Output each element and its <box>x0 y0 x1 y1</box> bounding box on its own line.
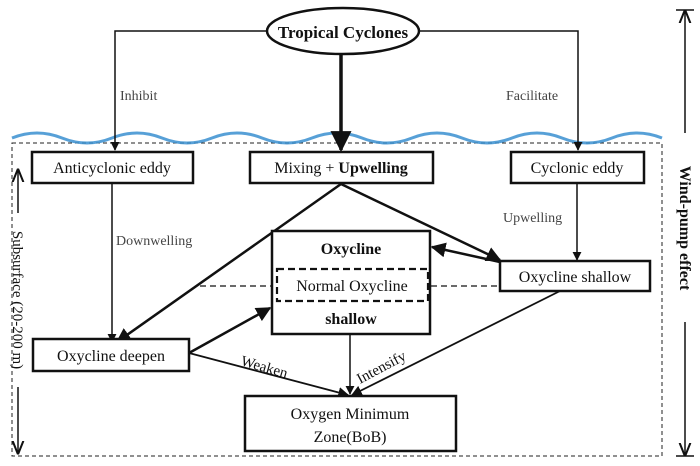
node-mixing-upwelling: Mixing + Upwelling <box>248 150 435 185</box>
edge-mixing-to-deepen <box>115 182 342 344</box>
oxycline-bottom-label: shallow <box>325 311 377 328</box>
node-oxycline-shallow: Oxycline shallow <box>498 259 652 293</box>
edge-inhibit <box>110 30 267 151</box>
omz-label-line2: Zone(BoB) <box>314 429 387 446</box>
node-oxycline-center: Oxycline Normal Oxycline shallow <box>270 229 432 336</box>
edge-intensify <box>351 290 561 396</box>
node-anticyclonic-eddy: Anticyclonic eddy <box>30 150 195 185</box>
wind-pump-label: Wind-pump effect <box>676 166 693 291</box>
node-oxycline-deepen: Oxycline deepen <box>31 337 191 373</box>
anticyclonic-label: Anticyclonic eddy <box>53 160 171 177</box>
mixing-label: Mixing + Upwelling <box>274 160 407 177</box>
sea-surface-wave <box>11 131 663 145</box>
root-label: Tropical Cyclones <box>278 23 409 42</box>
oxycline-shallow-label: Oxycline shallow <box>519 269 632 286</box>
edge-facilitate <box>419 30 583 151</box>
subsurface-label: Subsurface (20-200 m) <box>9 231 25 369</box>
node-tropical-cyclones: Tropical Cyclones <box>265 6 421 56</box>
normal-oxycline-label: Normal Oxycline <box>296 278 408 295</box>
edge-deepen-to-center <box>188 306 272 355</box>
label-intensify: Intensify <box>354 348 409 387</box>
node-cyclonic-eddy: Cyclonic eddy <box>509 150 646 185</box>
label-weaken: Weaken <box>239 353 290 382</box>
oxycline-top-label: Oxycline <box>321 241 381 258</box>
node-oxygen-minimum-zone: Oxygen Minimum Zone(BoB) <box>243 394 458 453</box>
wind-pump-indicator: Wind-pump effect <box>676 9 694 457</box>
edge-weaken <box>188 352 350 398</box>
edge-mixing-to-shallow <box>340 182 502 262</box>
edge-shallow-to-center <box>430 242 501 264</box>
label-inhibit: Inhibit <box>120 89 157 104</box>
label-facilitate: Facilitate <box>506 89 558 104</box>
subsurface-depth-indicator: Subsurface (20-200 m) <box>9 170 25 453</box>
normal-oxycline-box <box>275 267 430 303</box>
label-downwelling: Downwelling <box>116 234 192 249</box>
oxycline-deepen-label: Oxycline deepen <box>57 348 165 365</box>
omz-label-line1: Oxygen Minimum <box>291 406 410 423</box>
label-upwelling: Upwelling <box>503 211 562 226</box>
cyclonic-label: Cyclonic eddy <box>531 160 624 177</box>
